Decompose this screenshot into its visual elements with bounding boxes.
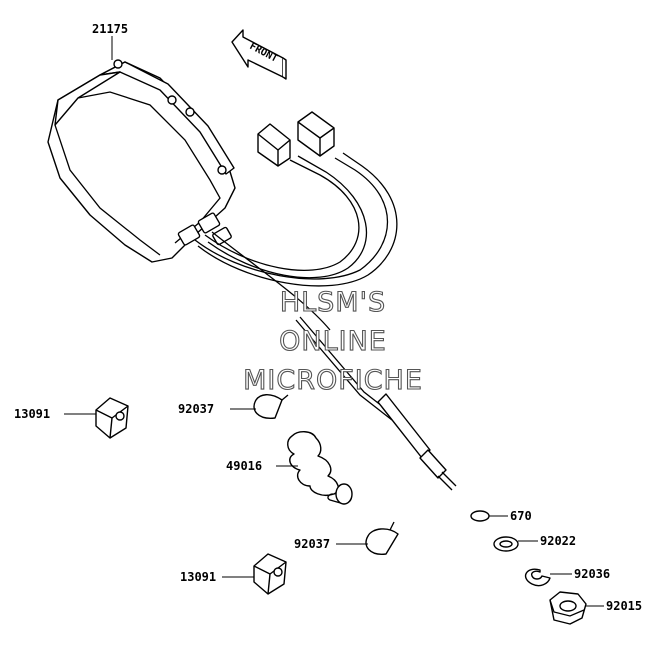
connector-right [297,111,335,157]
callout-92015: 92015 [606,599,642,613]
watermark: HLSM'S ONLINE MICROFICHE [243,286,423,396]
nut [549,591,587,625]
callout-92022: 92022 [540,534,576,548]
callout-49016: 49016 [226,459,262,473]
bushing-top [95,397,129,439]
callout-21175: 21175 [92,22,128,36]
connector-left [257,123,291,167]
bushing-bottom [253,553,287,595]
leader-lines [64,36,604,607]
clamp-top [253,394,289,419]
front-arrow-icon: FRONT [231,29,287,80]
callouts: 21175 13091 92037 49016 92037 13091 670 … [14,22,642,613]
watermark-line-2: ONLINE [279,326,387,357]
callout-92037-top: 92037 [178,402,214,416]
callout-670: 670 [510,509,532,523]
circlip [524,568,551,587]
clamp-bottom [365,521,399,555]
callout-13091-bottom: 13091 [180,570,216,584]
control-cable [295,316,457,491]
callout-92036: 92036 [574,567,610,581]
actuator-housing [47,59,236,263]
rubber-boot [287,431,353,505]
wire-harness [194,152,398,331]
watermark-line-1: HLSM'S [280,287,386,318]
watermark-line-3: MICROFICHE [243,365,423,396]
callout-92037-bottom: 92037 [294,537,330,551]
washer [493,536,519,552]
oring [470,510,490,522]
callout-13091-top: 13091 [14,407,50,421]
